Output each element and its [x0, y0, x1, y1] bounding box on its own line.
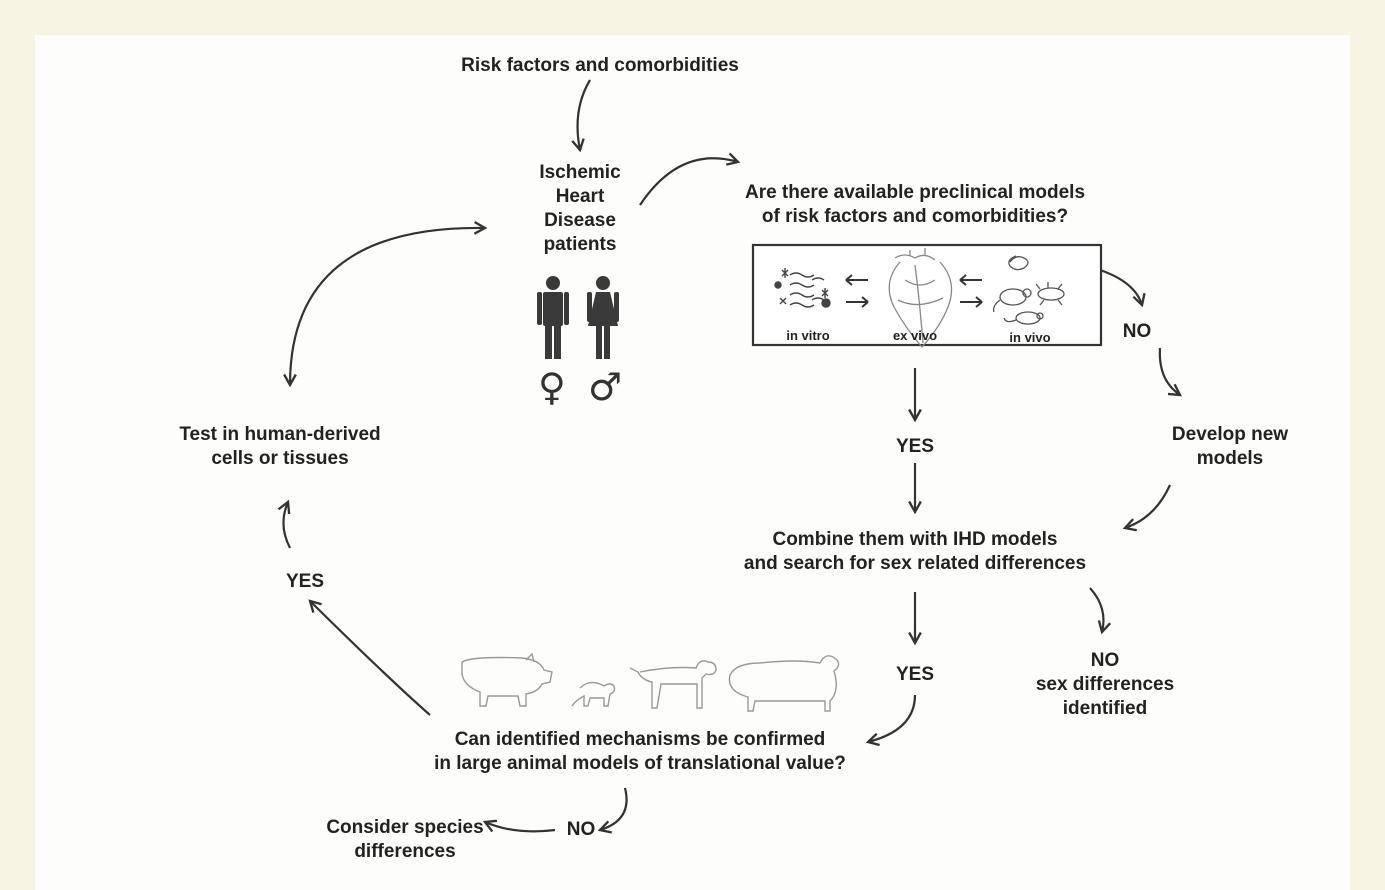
- yes-label-3: YES: [285, 571, 325, 592]
- large-animals-icon: [461, 652, 840, 712]
- yes-label-2: YES: [895, 664, 935, 685]
- arrow-invivo-to-exvivo: [959, 274, 982, 286]
- yes-label-1: YES: [895, 436, 935, 457]
- arrow-no-to-develop: [1158, 347, 1180, 395]
- female-symbol: ♀: [538, 365, 566, 409]
- confirm-question-label: Can identified mechanisms be confirmed i…: [434, 729, 846, 774]
- in-vitro-label: in vitro: [786, 328, 830, 343]
- arrow-develop-to-combine: [1125, 484, 1172, 528]
- monkey-sketch: [571, 681, 616, 707]
- arrow-yes-to-confirm: [868, 694, 917, 742]
- female-figure-icon: [587, 276, 619, 359]
- arrow-yes-to-test: [283, 502, 291, 549]
- ex-vivo-label: ex vivo: [892, 328, 938, 343]
- in-vivo-animals-icon: [992, 255, 1065, 325]
- arrow-invitro-to-exvivo: [846, 296, 869, 308]
- test-human-cells-label: Test in human-derived cells or tissues: [179, 424, 381, 469]
- species-differences-label: Consider species differences: [326, 817, 484, 862]
- arrow-confirm-to-yes: [310, 601, 431, 716]
- male-symbol: ♂: [588, 365, 623, 409]
- arrow-box-to-no: [1099, 268, 1142, 305]
- male-figure-icon: [537, 276, 569, 359]
- sheep-sketch: [728, 655, 840, 712]
- models-question-label: Are there available preclinical models o…: [744, 182, 1086, 227]
- dog-sketch: [629, 660, 717, 709]
- ihd-patients-label: Ischemic Heart Disease patients: [539, 162, 621, 255]
- in-vivo-label: in vivo: [1009, 330, 1051, 345]
- arrow-combine-to-no: [1089, 587, 1104, 632]
- arrow-no-to-species: [485, 822, 556, 833]
- diagram-panel: [35, 35, 1350, 890]
- preclinical-models-box: [751, 243, 1103, 347]
- arrow-confirm-to-no: [600, 787, 628, 830]
- no-sex-differences-label: NO sex differences identified: [1035, 650, 1175, 719]
- arrow-exvivo-to-invivo: [960, 296, 983, 308]
- arrow-risk-to-patients: [578, 79, 591, 150]
- no-label-2: NO: [566, 819, 596, 840]
- arrow-exvivo-to-invitro: [845, 274, 868, 286]
- arrow-test-to-patients: [290, 228, 485, 385]
- pig-sketch: [461, 656, 553, 707]
- ex-vivo-heart-icon: [888, 248, 953, 348]
- no-label-1: NO: [1122, 321, 1152, 342]
- in-vitro-cells-icon: [774, 268, 831, 308]
- develop-models-label: Develop new models: [1171, 424, 1289, 469]
- combine-models-label: Combine them with IHD models and search …: [743, 529, 1087, 574]
- risk-factors-label: Risk factors and comorbidities: [461, 55, 739, 76]
- arrow-patients-to-test: [290, 226, 486, 385]
- arrow-patients-to-question: [639, 158, 738, 206]
